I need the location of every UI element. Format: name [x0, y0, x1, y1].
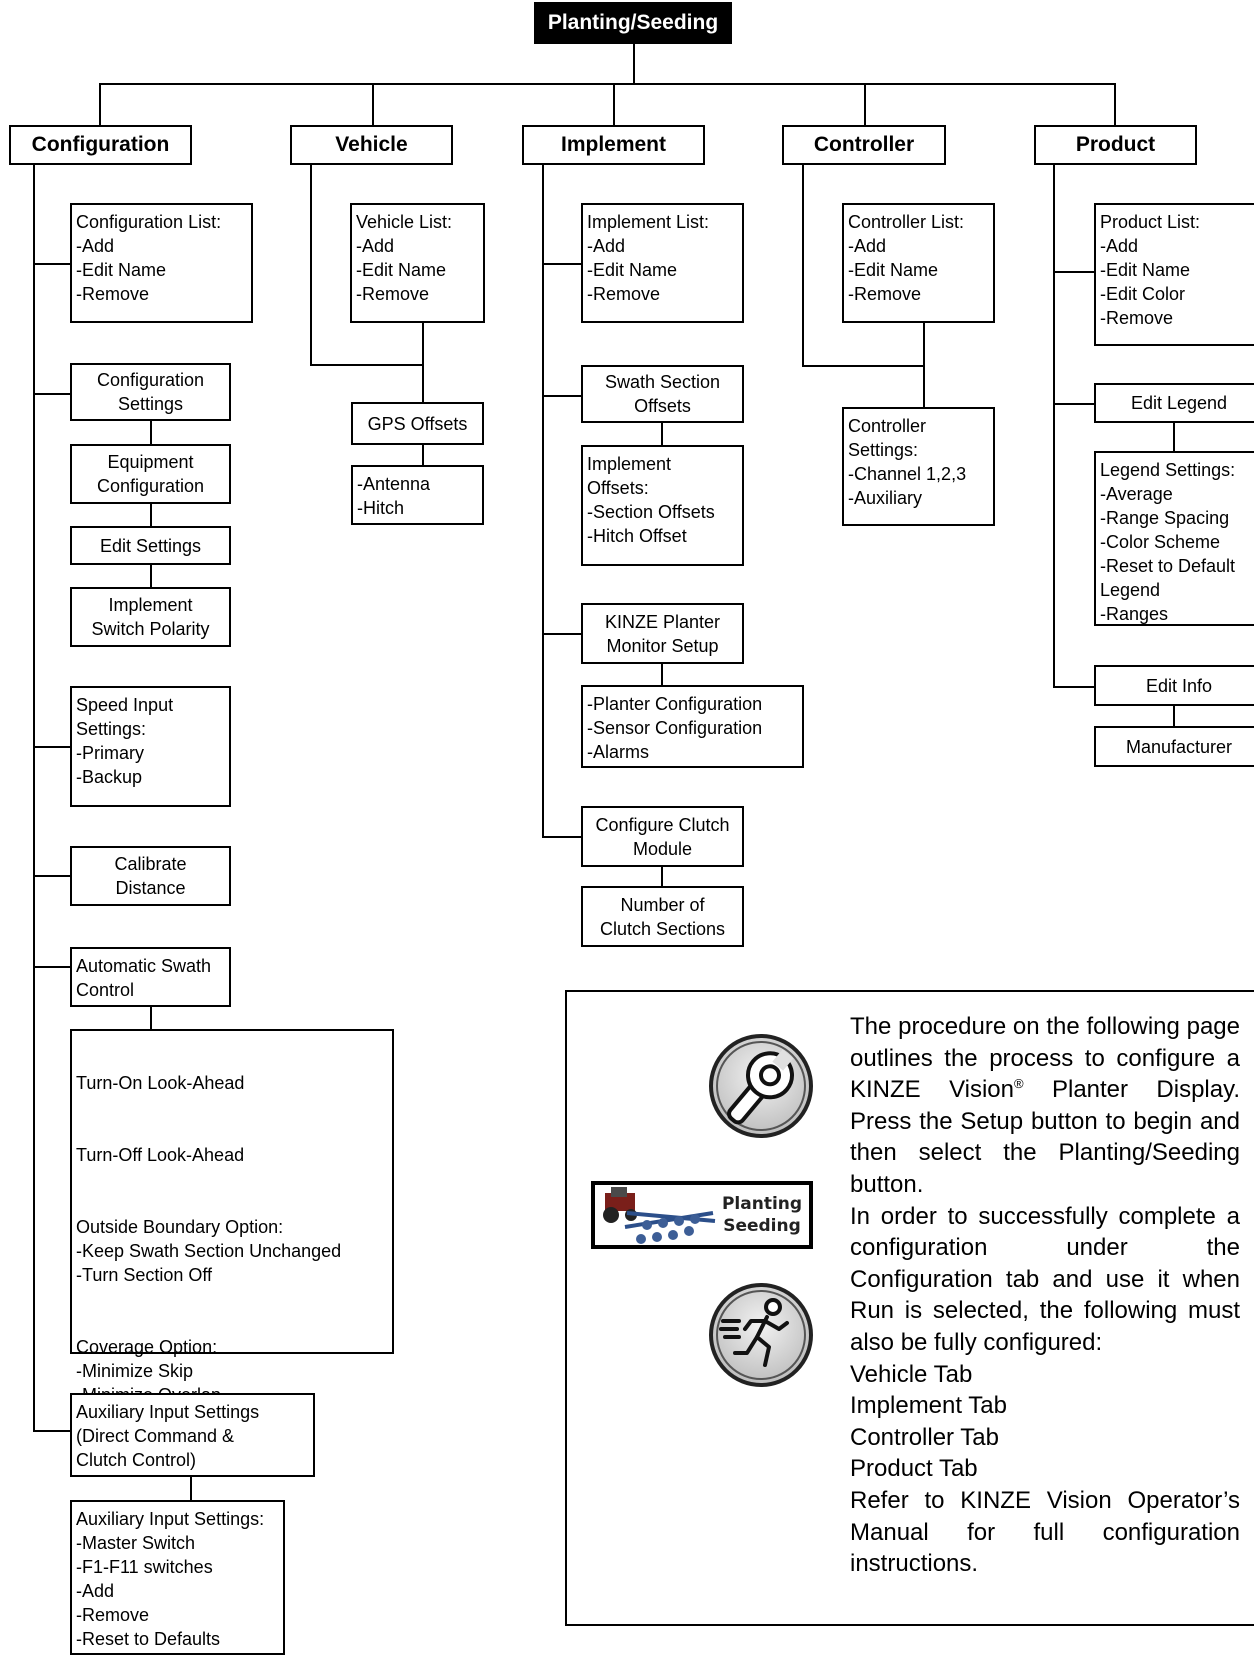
planting-seeding-button-label: Planting Seeding	[721, 1194, 803, 1236]
vehicle-list-box: Vehicle List: -Add -Edit Name -Remove	[350, 203, 485, 323]
configure-clutch-module-box: Configure Clutch Module	[581, 806, 744, 867]
controller-settings-box: Controller Settings: -Channel 1,2,3 -Aux…	[842, 407, 995, 526]
auxiliary-input-settings-detail-box: Auxiliary Input Settings: -Master Switch…	[70, 1500, 285, 1655]
connector	[190, 1477, 192, 1501]
instructions-paragraph-2: In order to successfully complete a conf…	[850, 1202, 1240, 1356]
product-list-box: Product List: -Add -Edit Name -Edit Colo…	[1094, 203, 1254, 346]
controller-list-box: Controller List: -Add -Edit Name -Remove	[842, 203, 995, 323]
connector	[613, 83, 615, 127]
planting-seeding-button-image: Planting Seeding	[591, 1181, 813, 1249]
instructions-text: The procedure on the following page outl…	[850, 1011, 1240, 1580]
calibrate-distance-box: Calibrate Distance	[70, 846, 231, 906]
speed-input-settings-box: Speed Input Settings: -Primary -Backup	[70, 686, 231, 807]
swath-section-offsets-box: Swath Section Offsets	[581, 365, 744, 423]
tab-implement: Implement	[522, 125, 705, 165]
connector	[542, 395, 582, 397]
list-item-vehicle-tab: Vehicle Tab	[850, 1360, 973, 1388]
connector	[1053, 686, 1095, 688]
connector	[33, 875, 71, 877]
connector	[661, 423, 663, 446]
info-panel	[565, 990, 1254, 1626]
connector	[1173, 423, 1175, 452]
connector	[542, 633, 582, 635]
kinze-setup-items-box: -Planter Configuration -Sensor Configura…	[581, 685, 804, 768]
connector	[99, 83, 101, 127]
connector	[542, 165, 544, 838]
tab-vehicle: Vehicle	[290, 125, 453, 165]
edit-legend-box: Edit Legend	[1094, 383, 1254, 423]
connector	[542, 263, 582, 265]
implement-list-box: Implement List: -Add -Edit Name -Remove	[581, 203, 744, 323]
connector	[864, 83, 866, 127]
swath-options-box: Turn-On Look-Ahead Turn-Off Look-Ahead O…	[70, 1029, 394, 1429]
connector	[802, 365, 925, 367]
connector	[923, 323, 925, 408]
connector	[661, 867, 663, 887]
tab-controller: Controller	[782, 125, 946, 165]
configuration-settings-box: Configuration Settings	[70, 363, 231, 421]
auxiliary-input-settings-box: Auxiliary Input Settings (Direct Command…	[70, 1393, 315, 1477]
connector	[33, 263, 71, 265]
root-node: Planting/Seeding	[534, 2, 732, 44]
connector	[372, 83, 374, 127]
gps-offsets-box: GPS Offsets	[351, 402, 484, 445]
connector	[1053, 403, 1095, 405]
connector	[1173, 706, 1175, 727]
connector	[422, 445, 424, 466]
outside-boundary-option-text: Outside Boundary Option: -Keep Swath Sec…	[76, 1217, 342, 1285]
implement-switch-polarity-box: Implement Switch Polarity	[70, 587, 231, 647]
kinze-planter-monitor-setup-box: KINZE Planter Monitor Setup	[581, 603, 744, 664]
connector	[310, 364, 424, 366]
list-item-implement-tab: Implement Tab	[850, 1392, 1007, 1420]
connector	[150, 565, 152, 588]
list-item-controller-tab: Controller Tab	[850, 1423, 999, 1451]
number-of-clutch-sections-box: Number of Clutch Sections	[581, 886, 744, 947]
running-person-icon	[709, 1283, 813, 1387]
list-item-product-tab: Product Tab	[850, 1455, 978, 1483]
connector	[1053, 165, 1055, 688]
connector	[99, 83, 1115, 85]
tab-configuration: Configuration	[9, 125, 192, 165]
implement-offsets-box: Implement Offsets: -Section Offsets -Hit…	[581, 445, 744, 566]
connector	[33, 393, 71, 395]
connector	[33, 966, 71, 968]
legend-settings-box: Legend Settings: -Average -Range Spacing…	[1094, 451, 1254, 626]
connector	[542, 836, 582, 838]
planter-icon	[603, 1187, 716, 1244]
connector	[422, 323, 424, 403]
tab-product: Product	[1034, 125, 1197, 165]
configuration-list-box: Configuration List: -Add -Edit Name -Rem…	[70, 203, 253, 323]
connector	[150, 504, 152, 527]
edit-info-box: Edit Info	[1094, 665, 1254, 706]
instructions-paragraph-1: The procedure on the following page outl…	[850, 1013, 1240, 1198]
gps-offsets-items-box: -Antenna -Hitch	[351, 465, 484, 525]
connector	[33, 165, 35, 1431]
equipment-configuration-box: Equipment Configuration	[70, 444, 231, 504]
connector	[150, 1007, 152, 1030]
connector	[310, 165, 312, 365]
connector	[150, 421, 152, 445]
turn-off-look-ahead-text: Turn-Off Look-Ahead	[76, 1145, 245, 1165]
instructions-paragraph-3: Refer to KINZE Vision Operator’s Manual …	[850, 1486, 1240, 1578]
automatic-swath-control-box: Automatic Swath Control	[70, 947, 231, 1007]
turn-on-look-ahead-text: Turn-On Look-Ahead	[76, 1073, 245, 1093]
connector	[33, 1430, 71, 1432]
edit-settings-box: Edit Settings	[70, 526, 231, 565]
manufacturer-box: Manufacturer	[1094, 726, 1254, 767]
connector	[802, 165, 804, 367]
wrench-icon	[709, 1034, 813, 1138]
connector	[1114, 83, 1116, 127]
connector	[633, 44, 635, 84]
connector	[1053, 271, 1095, 273]
connector	[661, 664, 663, 686]
connector	[33, 746, 71, 748]
